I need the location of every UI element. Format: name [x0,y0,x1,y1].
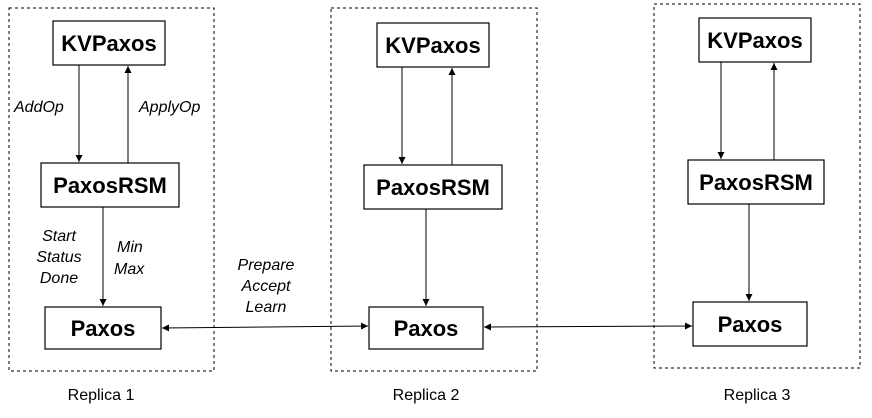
replica-2-paxos-box [368,306,484,350]
max-label: Max [114,261,145,278]
replica-1-kvpaxos-box [52,20,166,66]
replica-2-kvpaxos-box [376,22,490,68]
paxos-link-2-3 [483,322,693,331]
replica-1-paxosrsm-box [40,162,180,208]
start-label: Start [42,228,76,245]
replica-3-kvpaxos-label: KVPaxos [707,28,802,53]
replica-2-paxosrsm-label: PaxosRSM [376,175,490,200]
replica-2-caption: Replica 2 [393,387,460,404]
accept-label: Accept [241,278,291,295]
prepare-label: Prepare [238,257,295,274]
status-label: Status [36,249,81,266]
min-label: Min [117,239,143,256]
replica-1-group: KVPaxos PaxosRSM Paxos AddOp ApplyOp Sta… [8,7,215,372]
replica-3-paxos-label: Paxos [718,312,783,337]
replica-1-paxos-box [44,306,162,350]
replica-2-kvpaxos-label: KVPaxos [385,33,480,58]
replica-2-frame [330,7,538,372]
replica-2-paxosrsm-box [363,164,503,210]
addop-label: AddOp [13,99,64,116]
replica-3-frame [653,3,861,369]
replica-3-kvpaxos-box [698,17,812,63]
paxos-link-1-2 [161,322,369,332]
replica-2-group: KVPaxos PaxosRSM Paxos [330,7,538,372]
replica-2-paxos-label: Paxos [394,316,459,341]
applyop-label: ApplyOp [138,99,200,116]
replica-1-paxosrsm-label: PaxosRSM [53,173,167,198]
replica-3-paxosrsm-box [687,159,825,205]
replica-3-paxosrsm-label: PaxosRSM [699,170,813,195]
replica-3-group: KVPaxos PaxosRSM Paxos [653,3,861,369]
replica-3-paxos-box [692,301,808,347]
replica-1-kvpaxos-label: KVPaxos [61,31,156,56]
replica-1-frame [8,7,215,372]
done-label: Done [40,270,78,287]
replica-3-caption: Replica 3 [724,387,791,404]
replica-1-caption: Replica 1 [68,387,135,404]
replica-1-paxos-label: Paxos [71,316,136,341]
learn-label: Learn [246,299,287,316]
